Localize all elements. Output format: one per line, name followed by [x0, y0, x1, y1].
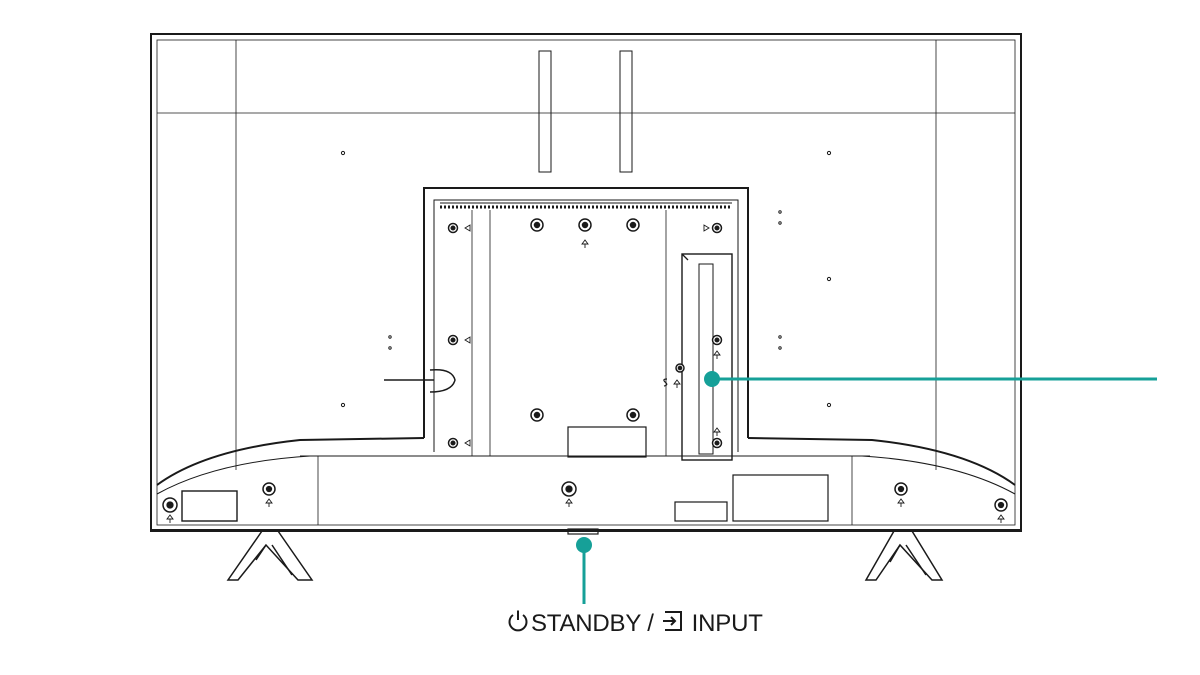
mount-screws: [447, 218, 723, 449]
label-separator: /: [647, 610, 654, 637]
center-module: [384, 187, 749, 461]
lower-housing: [156, 437, 1016, 525]
tv-outer-frame: [150, 33, 1022, 532]
stand-feet: [226, 530, 944, 581]
standby-text: STANDBY: [531, 610, 642, 637]
standby-input-label: STANDBY / INPUT: [505, 608, 763, 640]
panel-screw-dots: [340, 150, 832, 408]
power-icon: [505, 608, 531, 641]
bottom-bar: [162, 474, 1008, 535]
callout-standby-dot: [576, 537, 592, 553]
vent-hatch: [440, 202, 732, 209]
input-text: INPUT: [691, 610, 763, 637]
callout-standby-pointer: [576, 537, 592, 604]
callout-terminal-pointer: [704, 371, 1157, 387]
rear-panel-lines: [157, 40, 1015, 470]
top-vent-slots: [538, 50, 633, 173]
input-source-icon: [660, 608, 686, 641]
arrow-marks: [464, 224, 721, 447]
callout-terminal-dot: [704, 371, 720, 387]
